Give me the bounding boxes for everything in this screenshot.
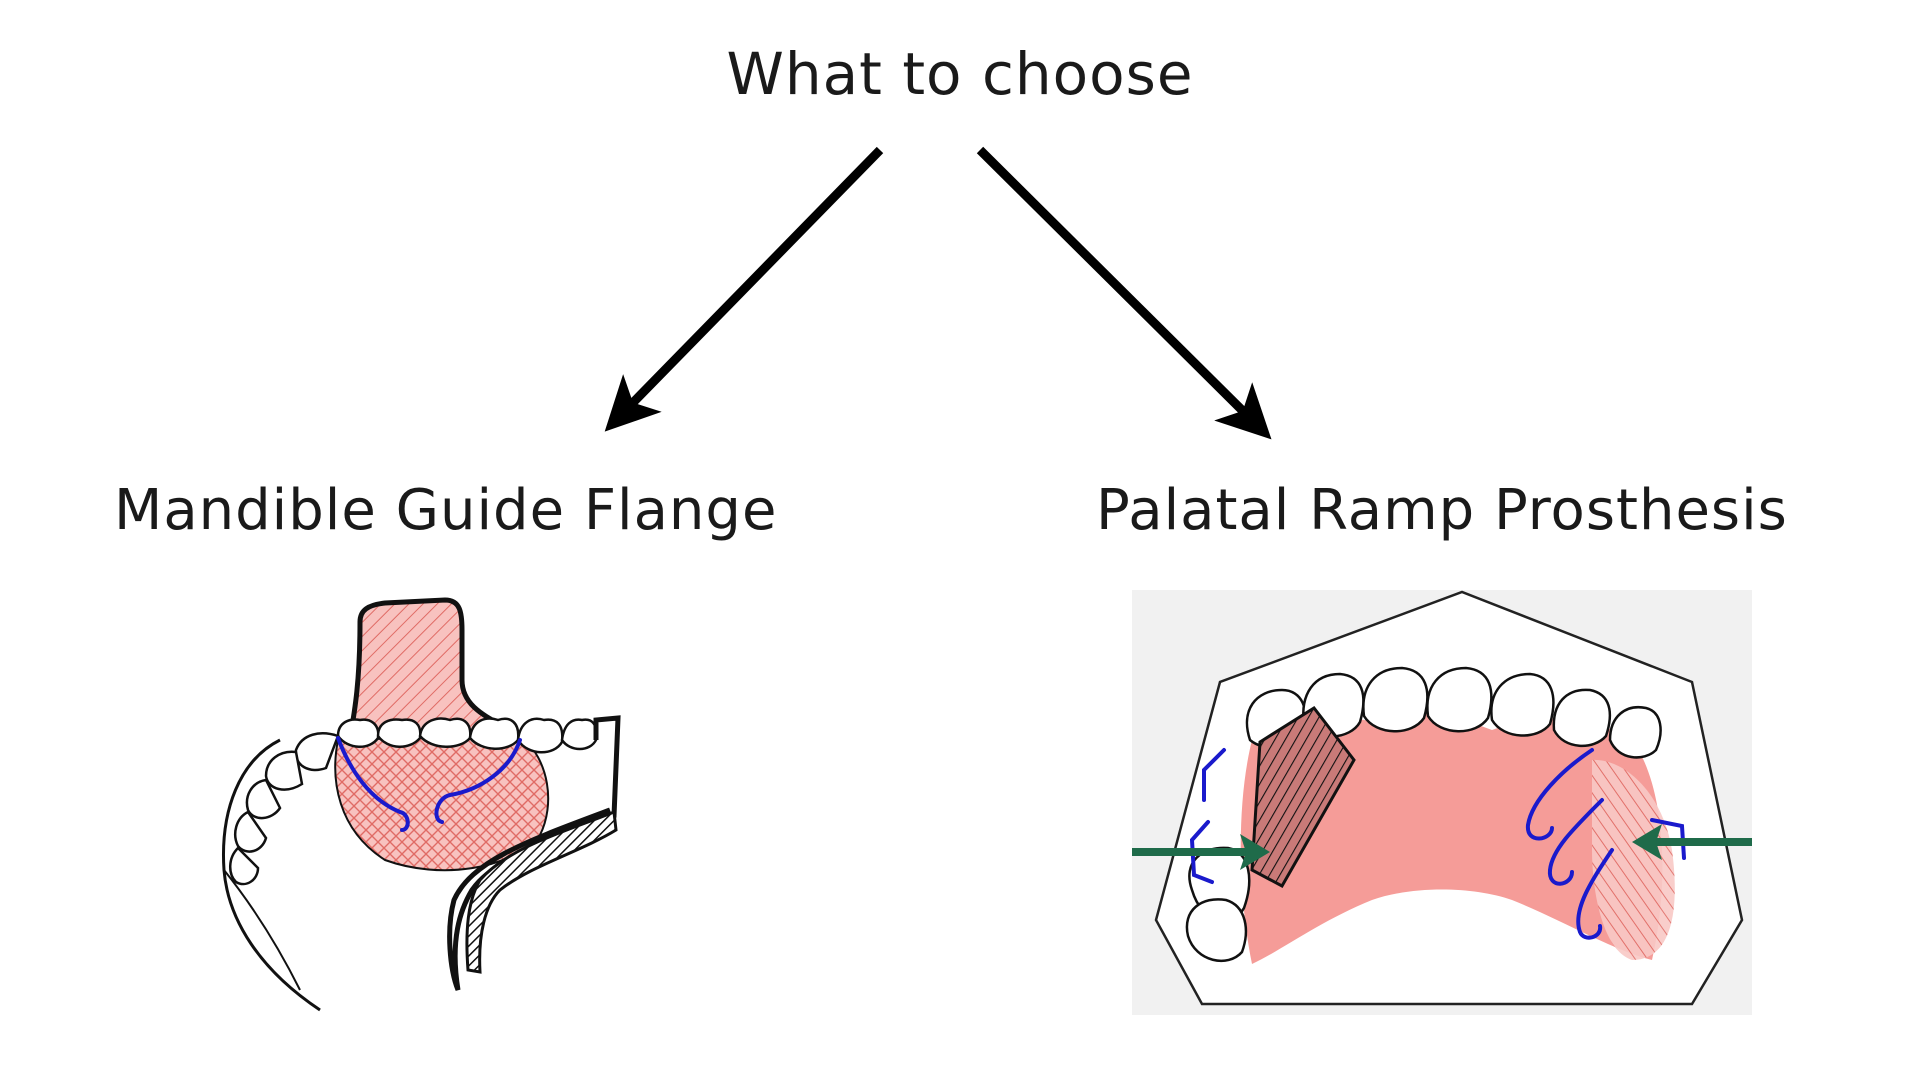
palatal-ramp-prosthesis-illustration <box>1132 590 1752 1015</box>
arrow-to-left-option <box>604 146 884 432</box>
diagram-title: What to choose <box>726 40 1194 108</box>
arrow-to-right-option <box>976 146 1272 440</box>
option-label-mandible-guide-flange: Mandible Guide Flange <box>114 478 778 543</box>
mandible-guide-flange-illustration <box>222 597 621 1012</box>
option-label-palatal-ramp-prosthesis: Palatal Ramp Prosthesis <box>1096 478 1788 543</box>
